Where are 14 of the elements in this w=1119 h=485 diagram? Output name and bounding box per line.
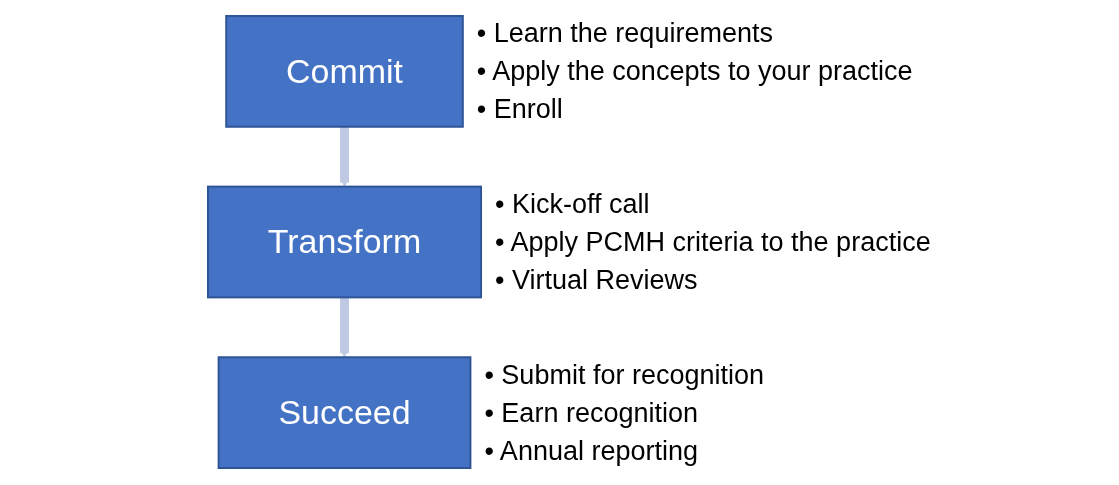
node-box: Succeed [217, 356, 472, 469]
node-box: Transform [207, 185, 483, 299]
bullet-text: • Earn recognition [484, 396, 699, 430]
bullet-text: • Apply PCMH criteria to the practice [495, 226, 931, 259]
bullet-text: • Submit for recognition [484, 358, 764, 392]
bullet-text: • Learn the requirements [476, 17, 774, 51]
arrow [340, 126, 349, 187]
bullet-text: • Annual reporting [484, 434, 699, 468]
bullet-text: • Virtual Reviews [495, 264, 699, 297]
bullet-text: • Kick-off call [495, 188, 651, 221]
arrow [340, 297, 349, 358]
node-box: Commit [225, 15, 464, 128]
bullet-text: • Apply the concepts to your practice [476, 55, 913, 89]
bullet-text: • Enroll [476, 93, 564, 127]
